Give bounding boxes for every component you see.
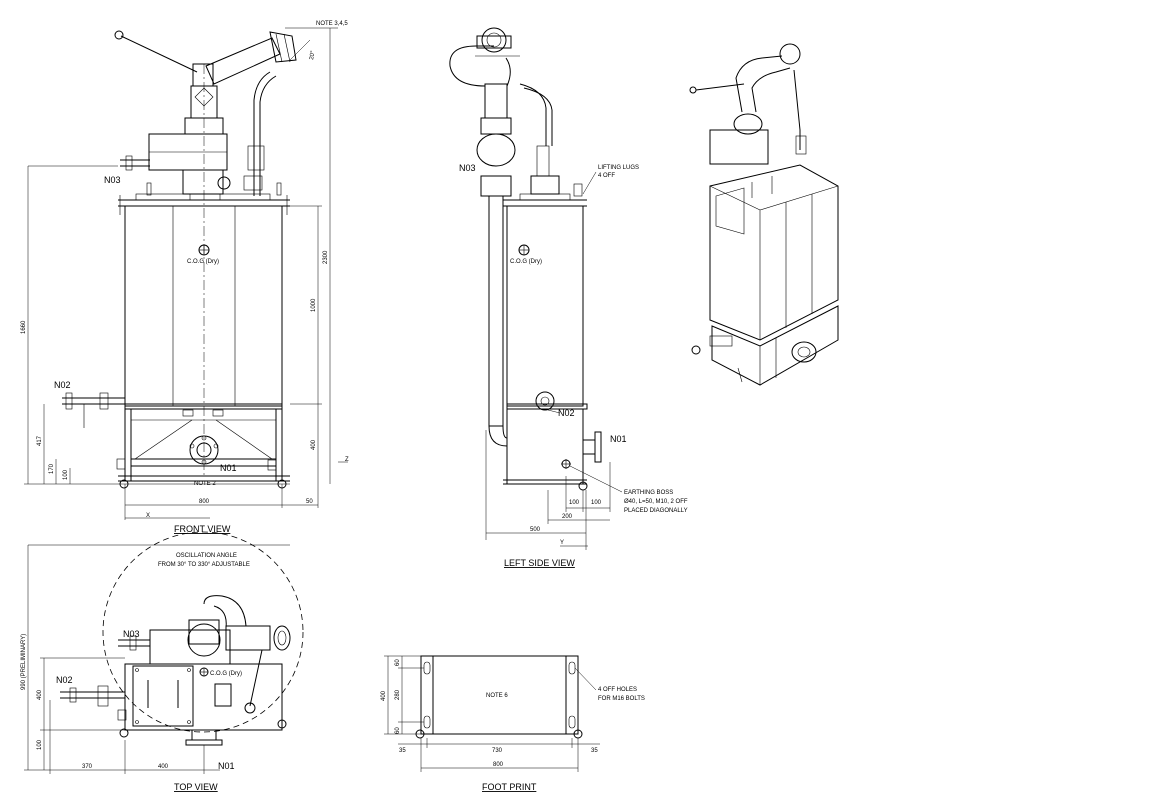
axis-y-label: Y: [560, 540, 564, 546]
axis-z-label: Z: [345, 457, 349, 463]
top-view-title: TOP VIEW: [174, 782, 218, 792]
dim-400-top-horizontal: 400: [158, 764, 169, 770]
foot-print: [384, 655, 600, 772]
dim-417: 417: [37, 435, 43, 446]
left-side-view-title: LEFT SIDE VIEW: [504, 558, 575, 568]
dim-35-foot-right: 35: [591, 748, 598, 754]
dim-170: 170: [49, 463, 55, 474]
earthing-boss-placement: PLACED DIAGONALLY: [624, 508, 688, 514]
isometric-view: [689, 43, 839, 386]
left-side-view: [449, 27, 623, 550]
holes-bolts-note: FOR M16 BOLTS: [598, 696, 645, 702]
dim-280-foot: 280: [395, 689, 401, 700]
dim-400-front: 400: [311, 439, 317, 450]
front-view: [24, 27, 348, 520]
dim-20-deg: 20°: [309, 50, 317, 61]
dim-990-preliminary: 990 (PRELIMINARY): [21, 634, 27, 690]
nozzle-n02-front: N02: [54, 380, 71, 390]
dim-400-foot: 400: [381, 690, 387, 701]
dim-500-side: 500: [530, 527, 541, 533]
nozzle-n01-front: N01: [220, 463, 237, 473]
dim-50: 50: [306, 499, 313, 505]
dim-730-foot: 730: [492, 748, 503, 754]
dim-1000: 1000: [311, 298, 317, 312]
labels: FRONT VIEW LEFT SIDE VIEW TOP VIEW FOOT …: [21, 21, 688, 792]
dim-100-front: 100: [63, 469, 69, 480]
oscillation-angle-note: OSCILLATION ANGLE: [176, 553, 237, 559]
nozzle-n02-side: N02: [558, 408, 575, 418]
nozzle-n03-side: N03: [459, 163, 476, 173]
nozzle-n03-front: N03: [104, 175, 121, 185]
dim-35-foot-left: 35: [399, 748, 406, 754]
nozzle-n01-side: N01: [610, 434, 627, 444]
dim-370-top: 370: [82, 764, 93, 770]
note-345-label: NOTE 3,4,5: [316, 21, 348, 27]
lifting-lugs-note: LIFTING LUGS: [598, 165, 639, 171]
dim-100-side-b: 100: [591, 500, 602, 506]
dim-200-side: 200: [562, 514, 573, 520]
oscillation-range-note: FROM 30° TO 330° ADJUSTABLE: [158, 562, 250, 568]
nozzle-n03-top: N03: [123, 629, 140, 639]
top-view: [24, 531, 304, 774]
foot-print-title: FOOT PRINT: [482, 782, 537, 792]
note-2-label: NOTE 2: [194, 481, 216, 487]
dim-400-top-vertical: 400: [37, 689, 43, 700]
nozzle-n01-top: N01: [218, 761, 235, 771]
nozzle-n02-top: N02: [56, 675, 73, 685]
note-6-label: NOTE 6: [486, 693, 508, 699]
cog-label-front: C.O.G (Dry): [187, 259, 219, 265]
cog-label-top: C.O.G (Dry): [210, 671, 242, 677]
dim-800-foot: 800: [493, 762, 504, 768]
dim-100-side-a: 100: [569, 500, 580, 506]
dim-2300: 2300: [323, 250, 329, 264]
holes-note: 4 OFF HOLES: [598, 687, 637, 693]
dim-60-foot-a: 60: [395, 659, 401, 666]
dim-100-top-vertical: 100: [37, 739, 43, 750]
cog-label-side: C.O.G (Dry): [510, 259, 542, 265]
earthing-boss-note: EARTHING BOSS: [624, 490, 673, 496]
earthing-boss-spec: Ø40, L=50, M10, 2 OFF: [624, 499, 688, 505]
dim-60-foot-b: 60: [395, 727, 401, 734]
lifting-lugs-count: 4 OFF: [598, 173, 615, 179]
axis-x-label: X: [146, 513, 150, 519]
front-view-title: FRONT VIEW: [174, 524, 231, 534]
dim-1660: 1660: [21, 320, 27, 334]
dim-800-front: 800: [199, 499, 210, 505]
